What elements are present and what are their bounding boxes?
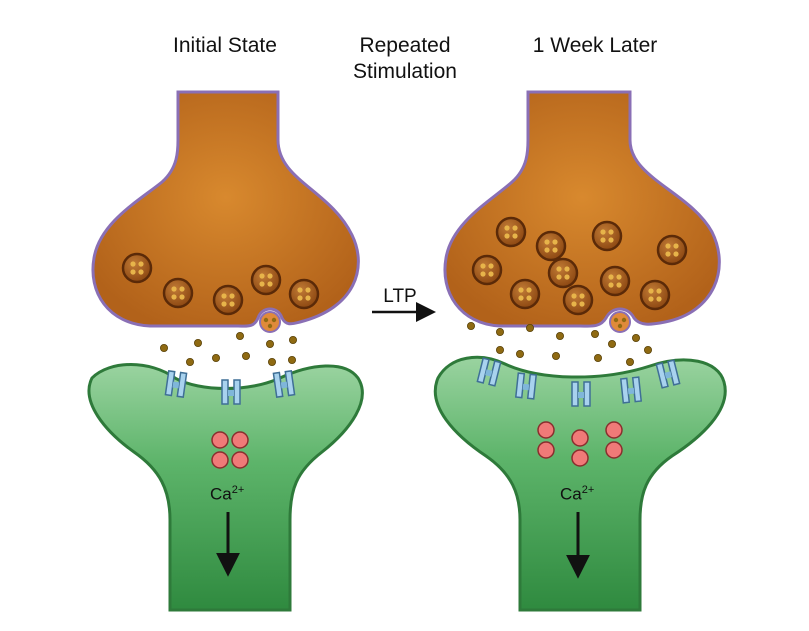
synapse-initial [87, 90, 364, 612]
receptor [514, 372, 538, 400]
synapse-after [433, 90, 727, 612]
calcium-symbol: Ca [560, 484, 582, 504]
neurotransmitter [516, 349, 525, 358]
synaptic-vesicle [121, 252, 153, 284]
neurotransmitter [235, 331, 244, 340]
neurotransmitter [552, 351, 561, 360]
synaptic-vesicle [639, 279, 671, 311]
calcium-ion [211, 431, 229, 449]
calcium-symbol: Ca [210, 484, 232, 504]
neurotransmitter [185, 357, 194, 366]
calcium-charge: 2+ [581, 484, 595, 496]
calcium-ion [231, 431, 249, 449]
receptor [655, 359, 681, 389]
receptors-initial [164, 370, 296, 405]
fusing-vesicle [259, 311, 281, 333]
receptor [619, 376, 643, 404]
calcium-label-after: Ca2+ [560, 484, 594, 505]
synaptic-vesicle [509, 278, 541, 310]
synaptic-vesicle [250, 264, 282, 296]
synaptic-vesicle [562, 284, 594, 316]
label-repeated: Repeated [359, 34, 451, 57]
neurotransmitters-initial [159, 331, 297, 366]
synaptic-vesicle [162, 277, 194, 309]
calcium-ion [605, 441, 623, 459]
synaptic-vesicle [535, 230, 567, 262]
label-week-later: 1 Week Later [532, 34, 658, 57]
vesicles-after [471, 216, 688, 316]
synaptic-vesicle [288, 278, 320, 310]
calcium-ion [571, 429, 589, 447]
neurotransmitter [495, 327, 504, 336]
neurotransmitter [288, 335, 297, 344]
synaptic-vesicle [656, 234, 688, 266]
synaptic-vesicle [495, 216, 527, 248]
neurotransmitter [193, 338, 202, 347]
label-initial-state: Initial State [173, 34, 277, 57]
synaptic-vesicle [591, 220, 623, 252]
label-ltp: LTP [383, 286, 417, 307]
neurotransmitter [287, 355, 296, 364]
neurotransmitter [495, 345, 504, 354]
neurotransmitter [594, 353, 603, 362]
neurotransmitters-after [466, 321, 653, 366]
neurotransmitter [265, 339, 274, 348]
synaptic-vesicle [471, 254, 503, 286]
neurotransmitter [626, 357, 635, 366]
neurotransmitter [159, 343, 168, 352]
calcium-ion [231, 451, 249, 469]
synaptic-vesicle [599, 265, 631, 297]
receptors-after [476, 357, 681, 407]
neurotransmitter [466, 321, 475, 330]
calcium-ion [537, 421, 555, 439]
neurotransmitter [526, 323, 535, 332]
presynaptic-terminal-after [443, 90, 721, 328]
receptor [272, 370, 296, 398]
calcium-ions-initial [211, 431, 249, 469]
neurotransmitter [211, 353, 220, 362]
synaptic-vesicle [212, 284, 244, 316]
neurotransmitter [608, 339, 617, 348]
fusing-vesicle [609, 311, 631, 333]
postsynaptic-spine-initial [87, 363, 364, 612]
neurotransmitter [591, 329, 600, 338]
presynaptic-terminal-initial [91, 90, 360, 328]
calcium-ion [537, 441, 555, 459]
receptor [476, 357, 502, 387]
vesicles-initial [121, 252, 320, 316]
postsynaptic-spine-after [433, 355, 727, 612]
calcium-ion [605, 421, 623, 439]
synaptic-vesicle [547, 257, 579, 289]
neurotransmitter [241, 351, 250, 360]
calcium-label-initial: Ca2+ [210, 484, 244, 505]
neurotransmitter [267, 357, 276, 366]
calcium-charge: 2+ [231, 484, 245, 496]
receptor [571, 381, 591, 407]
neurotransmitter [556, 331, 565, 340]
neurotransmitter [644, 345, 653, 354]
label-stimulation: Stimulation [353, 60, 457, 83]
calcium-ions-after [537, 421, 623, 467]
label-repeated-stimulation: Repeated Stimulation [320, 33, 490, 85]
receptor [164, 370, 188, 398]
calcium-ion [571, 449, 589, 467]
calcium-ion [211, 451, 229, 469]
neurotransmitter [632, 333, 641, 342]
receptor [221, 379, 241, 405]
